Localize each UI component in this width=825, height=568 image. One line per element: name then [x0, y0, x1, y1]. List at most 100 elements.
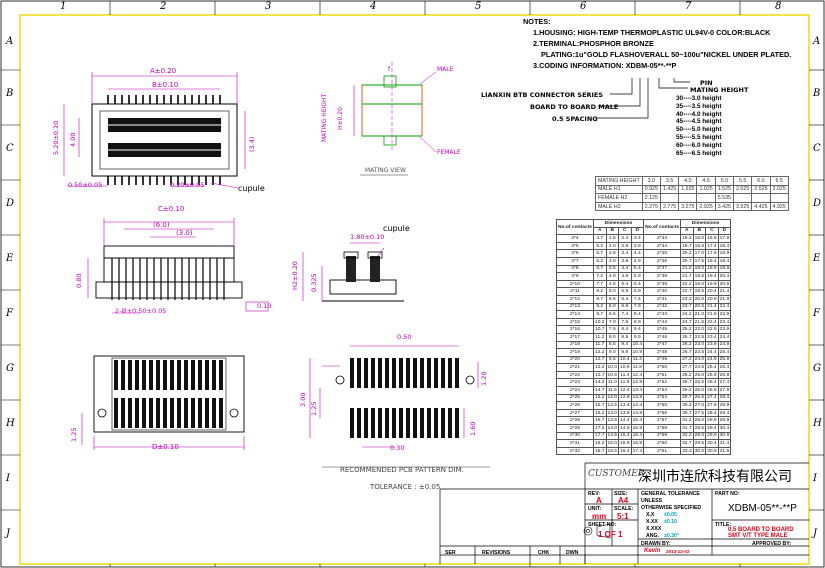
dim-table-cell: 24.4	[705, 348, 719, 357]
dim-table-cell: 2*25	[556, 393, 594, 403]
rev-col-revisions: REVISIONS	[482, 550, 511, 556]
dim-table-cell: 2*22	[556, 370, 594, 380]
height-table-cell: 4.5	[696, 176, 716, 186]
dim-table-cell: 22.9	[705, 325, 719, 334]
dim-table-cell: 10.4	[630, 340, 645, 350]
dim-table-cell: 9.2	[592, 302, 607, 312]
dim-w2: 4.00	[69, 132, 77, 147]
dim-table-cell: 3.5	[605, 264, 620, 274]
dim-header-contacts-left: No.of contacts	[556, 218, 594, 236]
dim-table-cell: 23.7	[680, 302, 694, 312]
dim-table-cell: 29.7	[680, 393, 694, 403]
coding-mating-height: MATING HEIGHT	[690, 86, 749, 94]
dim-table-cell: 29.4	[705, 424, 719, 433]
dim-table-cell: 2*21	[556, 363, 594, 372]
dim-table-cell: 20.7	[680, 256, 694, 266]
dim-table-cell: 17.5	[692, 256, 707, 266]
dim-table-cell: 30.2	[680, 401, 694, 410]
height-45: 45----4.5 height	[676, 118, 722, 126]
dim-table-cell: 29.2	[680, 386, 694, 395]
dim-table-cell: 29.9	[717, 416, 732, 426]
dim-table-cell: 14.5	[605, 431, 620, 441]
dim-table-cell: 26.7	[680, 348, 694, 357]
dim-table-cell: 29.5	[692, 439, 707, 448]
dim-table-cell: 28.4	[705, 408, 719, 418]
dim-table-cell: 5.4	[618, 279, 632, 289]
dim-table-cell: 9.0	[605, 348, 620, 357]
dim-table-cell: 2*53	[643, 386, 682, 395]
height-table-cell: MATING HEIGHT	[595, 176, 643, 186]
dim-table-cell: 6.0	[605, 302, 620, 312]
dim-sub-c-right: C	[705, 226, 719, 236]
dim-table-cell: 28.4	[717, 393, 732, 403]
dim-table-cell: 10.7	[592, 325, 607, 334]
unit-value: mm	[592, 512, 607, 521]
dim-table-cell: 22.7	[680, 287, 694, 296]
dim-table-cell: 19.9	[705, 279, 719, 289]
dim-table-cell: 21.9	[705, 310, 719, 319]
height-table-cell: MALE H1	[595, 184, 643, 195]
dim-table-cell: 23.0	[692, 340, 707, 350]
dim-table-cell: 27.4	[705, 393, 719, 403]
dim-table-cell: 11.7	[592, 340, 607, 350]
height-table-cell: 2.125	[641, 193, 661, 203]
dim-table-cell: 15.4	[630, 416, 645, 426]
dim-table-cell: 2*60	[643, 439, 682, 448]
height-table-cell	[659, 193, 680, 203]
height-table-cell	[751, 193, 771, 203]
coding-heights: 30----3.0 height 35----3.5 height 40----…	[676, 95, 721, 157]
dim-table-cell: 2*42	[643, 302, 682, 312]
height-table-cell	[733, 193, 753, 203]
dim-table-cell: 29.4	[717, 408, 732, 418]
grid-row-j-right: J	[813, 528, 818, 539]
dim-table-cell: 2*20	[556, 355, 594, 365]
dim-table-cell: 2*27	[556, 408, 594, 418]
dim-table-cell: 30.4	[705, 439, 719, 448]
dim-sub-a-right: A	[680, 226, 694, 236]
projection-symbol	[583, 523, 611, 539]
dim-table-cell: 14.9	[618, 424, 632, 433]
coding-series: LIANXIN BTB CONNECTOR SERIES	[481, 91, 604, 99]
height-50: 50----5.0 height	[676, 126, 722, 134]
grid-row-d: D	[6, 198, 15, 209]
dim-table-cell: 30.9	[705, 446, 719, 456]
dim-table-cell: 7.5	[605, 325, 620, 334]
dim-table-cell: 9.4	[618, 340, 632, 350]
pcb-d3: 1.20	[480, 371, 488, 386]
dim-table-cell: 2*24	[556, 386, 594, 395]
dim-table-cell: 22.0	[692, 325, 707, 334]
drawn-date: 2013-12-02	[666, 549, 690, 554]
dim-table-cell: 26.2	[680, 340, 694, 350]
dim-table-cell: 12.7	[592, 355, 607, 365]
grid-row-i: I	[6, 473, 10, 484]
dim-table-cell: 18.5	[692, 272, 707, 281]
dim-table-cell: 2*46	[643, 332, 682, 342]
height-table-cell	[769, 193, 789, 203]
dim-table-cell: 27.0	[692, 401, 707, 410]
dim-table-cell: 5.0	[605, 287, 620, 296]
dim-table-cell: 2*45	[643, 325, 682, 334]
size-label: SIZE:	[614, 491, 628, 497]
dim-table-cell: 2*4	[556, 234, 594, 243]
dim-table-cell: 2*33	[643, 234, 682, 243]
pcb-d5: 1.25	[310, 401, 318, 416]
height-table-cell: MALE H2	[595, 201, 643, 212]
notes: NOTES: 1.HOUSING: HIGH-TEMP THERMOPLASTI…	[523, 16, 791, 71]
dim-table-cell: 33.2	[680, 446, 694, 456]
dim-table-cell: 19.2	[680, 234, 694, 243]
dim-table-cell: 2*44	[643, 317, 682, 327]
dim-table-cell: 18.7	[592, 446, 607, 456]
height-40: 40----4.0 height	[676, 110, 722, 118]
dim-table-cell: 25.5	[692, 378, 707, 388]
dim-table-cell: 24.5	[692, 363, 707, 372]
dimension-table: No.of contacts Dimensions No.of contacts…	[556, 218, 732, 456]
grid-row-h: H	[6, 418, 15, 429]
dim-table-cell: 2*40	[643, 287, 682, 296]
